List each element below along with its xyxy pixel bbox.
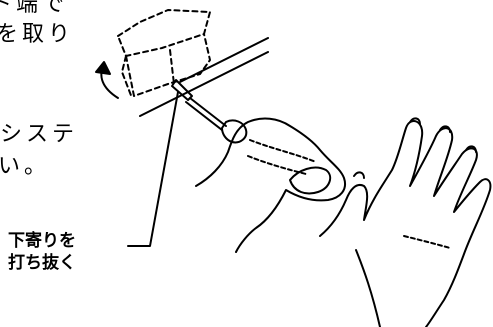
body-text-fragment-4: い。 — [0, 154, 51, 179]
wooden-block — [117, 9, 211, 99]
body-text-fragment-1: ト端で — [0, 0, 69, 17]
right-hand-nail-2 — [409, 117, 421, 125]
right-hand — [319, 120, 492, 327]
right-hand-nail-4 — [465, 145, 477, 153]
callout-label: 下寄りを 打ち抜く — [8, 230, 76, 274]
callout-line-1: 下寄りを — [8, 231, 76, 251]
right-hand-nail-1 — [353, 171, 365, 179]
punch-tool — [171, 79, 248, 144]
callout-leader-line — [127, 91, 179, 247]
right-hand-wrist — [355, 249, 381, 327]
callout-line-2: 打ち抜く — [8, 253, 76, 273]
board-line-top — [179, 37, 269, 83]
left-hand-finger-1 — [249, 139, 317, 163]
left-hand-finger-2 — [247, 155, 307, 175]
body-text-fragment-3: システ — [0, 122, 79, 147]
board-line-bottom — [139, 51, 269, 117]
right-hand-nail-3 — [439, 125, 451, 133]
right-hand-crease — [403, 235, 451, 249]
left-hand — [195, 117, 346, 253]
arrowhead — [95, 61, 111, 75]
body-text-fragment-2: を取り — [0, 22, 75, 47]
left-hand-thumb — [289, 166, 332, 195]
